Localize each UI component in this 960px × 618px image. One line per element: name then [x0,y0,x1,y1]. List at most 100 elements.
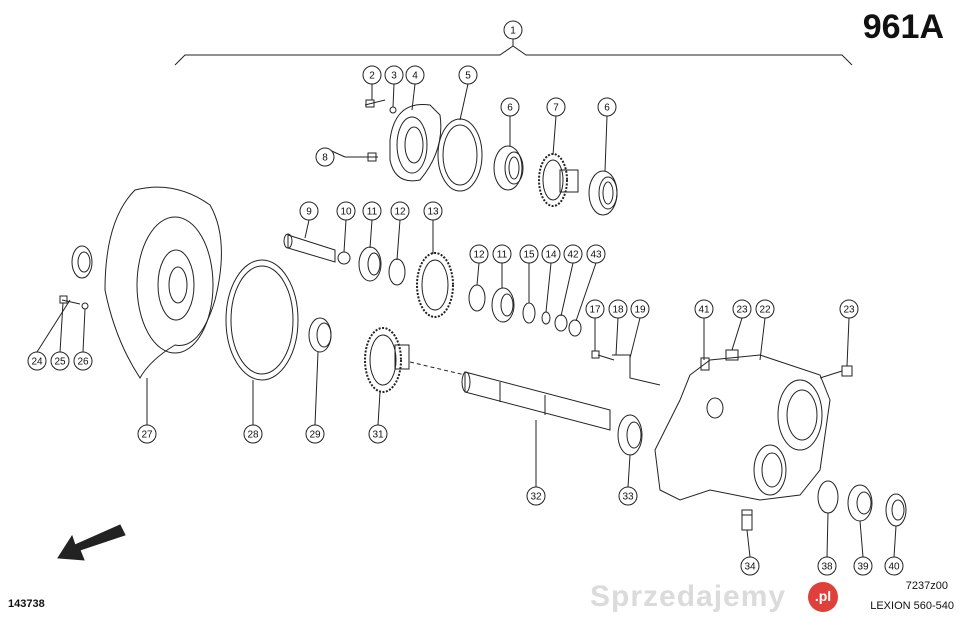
callout-1: 1 [503,20,523,46]
callout-circle [740,556,760,576]
callout-circle [299,201,319,221]
callout-circle [492,244,512,264]
callout-circle [541,244,561,264]
part-ring-10 [337,251,351,265]
leader-line [615,317,619,356]
callout-27: 27 [137,378,157,444]
part-washer-15 [522,302,536,324]
part-circlip-12a [388,258,406,286]
part-washer-42 [554,314,568,332]
callout-circle [732,299,752,319]
leader-line [459,83,469,121]
callout-circle [362,65,382,85]
callout-circle [243,424,263,444]
leader-line [369,219,373,249]
callout-circle [526,486,546,506]
diagram-code: 961A [862,8,944,46]
callout-label: 10 [340,207,352,218]
part-seal-40 [885,493,907,527]
part-seal-24 [71,245,93,279]
part-cover-27 [104,186,222,379]
part-gear-31 [364,327,410,393]
callout-label: 6 [507,103,513,114]
model-label: LEXION 560-540 [870,600,954,612]
callout-10: 10 [336,201,356,253]
callout-circle [423,201,443,221]
callout-circle [368,424,388,444]
leader-line [893,525,897,558]
callout-label: 2 [369,71,375,82]
callout-circle [597,97,617,117]
callout-label: 9 [306,207,312,218]
callout-label: 17 [589,305,601,316]
callout-25: 25 [50,302,70,371]
callout-circle [405,65,425,85]
callout-label: 11 [497,250,508,261]
leader-line [36,299,71,353]
callout-label: 22 [759,305,771,316]
leader-line [343,219,347,253]
leader-line [826,512,829,558]
callout-28: 28 [243,380,263,444]
callout-23: 23 [839,299,859,367]
callout-5: 5 [458,65,478,121]
leader-line [746,529,751,558]
leader-line [82,308,86,353]
callout-circle [694,299,714,319]
callout-circle [73,351,93,371]
callout-label: 31 [372,430,384,441]
callout-18: 18 [608,299,628,356]
part-cover-flange [345,99,442,182]
leader-line [377,391,381,426]
callout-15: 15 [519,244,539,303]
callout-9: 9 [299,201,319,239]
callout-label: 19 [634,305,646,316]
direction-arrow-icon [57,524,126,561]
callout-22: 22 [755,299,775,361]
callout-label: 42 [567,250,579,261]
callout-circle [384,65,404,85]
part-nut-43 [568,319,582,337]
doc-number: 143738 [8,598,45,610]
callout-circle [336,201,356,221]
leader-line [604,115,608,172]
part-housing-22 [654,349,853,501]
callout-circle [503,20,523,40]
callout-label: 18 [612,305,624,316]
callout-circle [362,201,382,221]
callout-40: 40 [884,525,904,576]
callout-34: 34 [740,529,760,576]
callout-label: 23 [736,305,748,316]
part-plug-34 [741,509,753,531]
callout-41: 41 [694,299,714,360]
callout-3: 3 [384,65,404,108]
callout-label: 39 [857,562,869,573]
leader-line [731,317,743,351]
part-gasket-5 [437,118,483,192]
callout-circle [27,351,47,371]
part-bearing-6b [588,170,618,216]
callout-label: 5 [465,71,471,82]
leader-line [314,351,319,426]
callout-6: 6 [597,97,617,172]
part-bearing-11a [358,246,382,282]
part-bracket-18-19 [591,350,661,386]
leader-line [629,317,641,359]
callout-label: 12 [394,207,406,218]
callout-8: 8 [315,147,346,167]
callout-label: 38 [821,562,833,573]
callout-17: 17 [585,299,605,351]
callout-38: 38 [817,512,837,576]
callout-circle [390,201,410,221]
part-oring-38 [817,480,839,514]
leader-line [392,83,395,108]
part-shaft-9 [283,233,336,263]
callout-label: 43 [590,250,602,261]
callout-12: 12 [390,201,410,261]
callout-29: 29 [305,351,325,444]
leader-line [575,262,597,322]
callout-label: 29 [309,430,321,441]
callout-label: 41 [698,305,710,316]
leader-line [846,317,850,367]
